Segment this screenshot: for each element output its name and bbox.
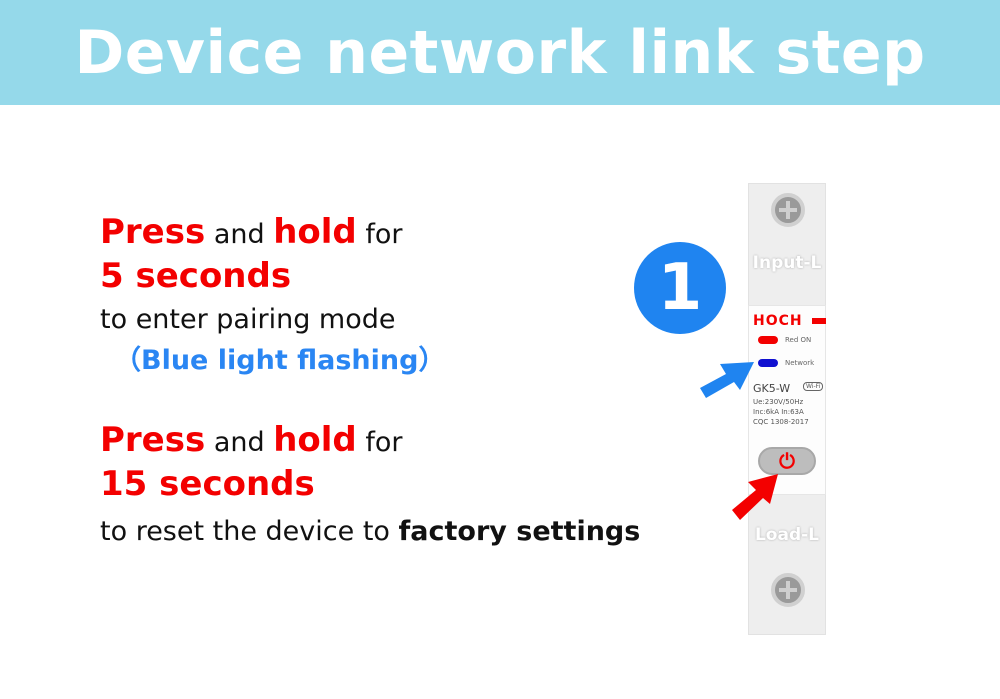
blue-led <box>758 359 778 367</box>
model-text: GK5-W <box>753 382 791 395</box>
press-text: Press <box>100 420 206 460</box>
red-led-label: Red ON <box>785 336 812 344</box>
hold-text: hold <box>273 212 357 252</box>
duration-text: 15 seconds <box>100 464 315 504</box>
and-text: and <box>205 219 274 250</box>
hold-text: hold <box>273 420 357 460</box>
action-text: to reset the device to <box>100 516 399 547</box>
and-text: and <box>205 427 274 458</box>
screw-icon <box>771 573 805 607</box>
note-text: （Blue light flashing） <box>114 345 446 376</box>
power-button[interactable]: ⏻ <box>758 447 816 475</box>
input-label: Input-L <box>752 253 822 273</box>
step-number-badge: 1 <box>634 242 726 334</box>
brand-logo: HOCH <box>753 313 803 329</box>
spec-line: CQC 1308-2017 <box>753 418 809 426</box>
logo-bar <box>812 318 826 324</box>
duration-text: 5 seconds <box>100 256 292 296</box>
title-banner: Device network link step <box>0 0 1000 105</box>
blue-arrow-icon <box>700 362 754 398</box>
spec-line: Ue:230V/50Hz <box>753 398 804 406</box>
power-icon: ⏻ <box>779 449 795 473</box>
press-text: Press <box>100 212 206 252</box>
action-text: to enter pairing mode <box>100 304 396 335</box>
for-text: for <box>356 427 403 458</box>
wifi-icon: Wi-Fi <box>803 382 824 391</box>
screw-icon <box>771 193 805 227</box>
spec-line: Inc:6kA In:63A <box>753 408 804 416</box>
device-illustration: Input-L Load-L HOCH Red ON Network GK5-W… <box>748 183 826 635</box>
blue-led-label: Network <box>785 359 815 367</box>
step2-instructions: Press and hold for 15 seconds to reset t… <box>100 421 640 554</box>
page-title: Device network link step <box>74 17 926 88</box>
step1-instructions: Press and hold for 5 seconds to enter pa… <box>100 213 445 383</box>
device-bottom <box>748 493 826 635</box>
load-label: Load-L <box>754 525 820 545</box>
action-bold-text: factory settings <box>398 516 641 547</box>
red-arrow-icon <box>732 474 778 520</box>
for-text: for <box>356 219 403 250</box>
red-led <box>758 336 778 344</box>
